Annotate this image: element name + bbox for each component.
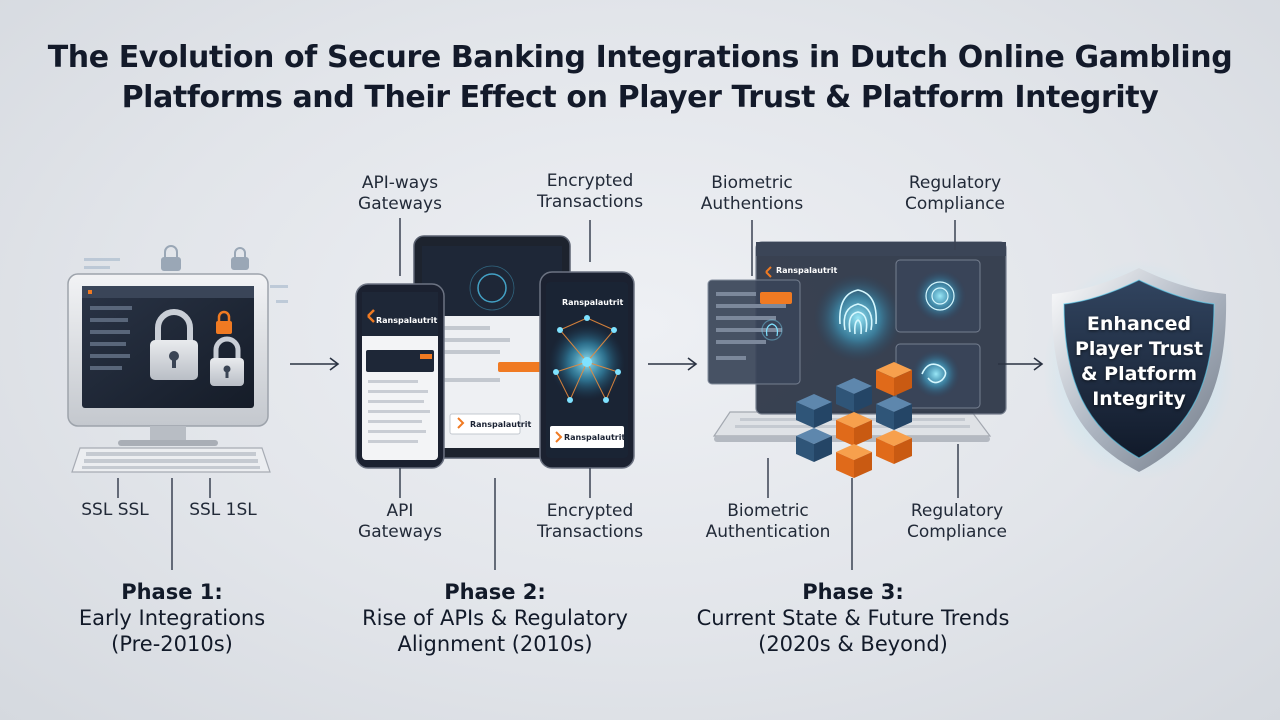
phone-brand-label: Ranspalautrit bbox=[564, 433, 626, 442]
main-title: The Evolution of Secure Banking Integrat… bbox=[0, 38, 1280, 118]
floating-lock-icon bbox=[231, 247, 249, 270]
phase2-devices bbox=[355, 235, 635, 469]
fingerprint-icon bbox=[814, 274, 902, 362]
tablet-brand-label: Ranspalautrit bbox=[470, 420, 532, 429]
phase3-platform bbox=[707, 241, 1007, 478]
title-line-2: Platforms and Their Effect on Player Tru… bbox=[121, 80, 1159, 115]
swirl-icon bbox=[912, 350, 960, 398]
phone-brand-label: Ranspalautrit bbox=[376, 316, 438, 325]
ssl-label-left: SSL SSL bbox=[81, 500, 149, 520]
small-fingerprint-icon bbox=[761, 319, 783, 341]
floating-lock-icon bbox=[161, 245, 181, 271]
data-cubes bbox=[796, 362, 912, 478]
padlock-icon bbox=[150, 309, 198, 380]
title-line-1: The Evolution of Secure Banking Integrat… bbox=[47, 40, 1233, 75]
phase-2-heading: Phase 2: Rise of APIs & Regulatory Align… bbox=[362, 580, 628, 656]
ssl-label-right: SSL 1SL bbox=[189, 500, 257, 520]
radar-icon bbox=[914, 270, 966, 322]
phase-3-heading: Phase 3: Current State & Future Trends (… bbox=[696, 580, 1010, 656]
flow-arrow bbox=[998, 357, 1044, 371]
padlock-icon bbox=[210, 336, 244, 386]
flow-arrow bbox=[648, 357, 698, 371]
network-icon bbox=[549, 315, 625, 403]
flow-arrow bbox=[290, 357, 340, 371]
phase-1-heading: Phase 1: Early Integrations (Pre-2010s) bbox=[78, 580, 266, 656]
phase1-computer bbox=[67, 245, 288, 473]
laptop-brand-label: Ranspalautrit bbox=[776, 266, 838, 275]
orange-lock-icon bbox=[216, 310, 232, 334]
shield-icon bbox=[1043, 260, 1235, 480]
phone-brand-label: Ranspalautrit bbox=[562, 298, 624, 307]
shield-label: Enhanced Player Trust & Platform Integri… bbox=[1074, 313, 1204, 410]
